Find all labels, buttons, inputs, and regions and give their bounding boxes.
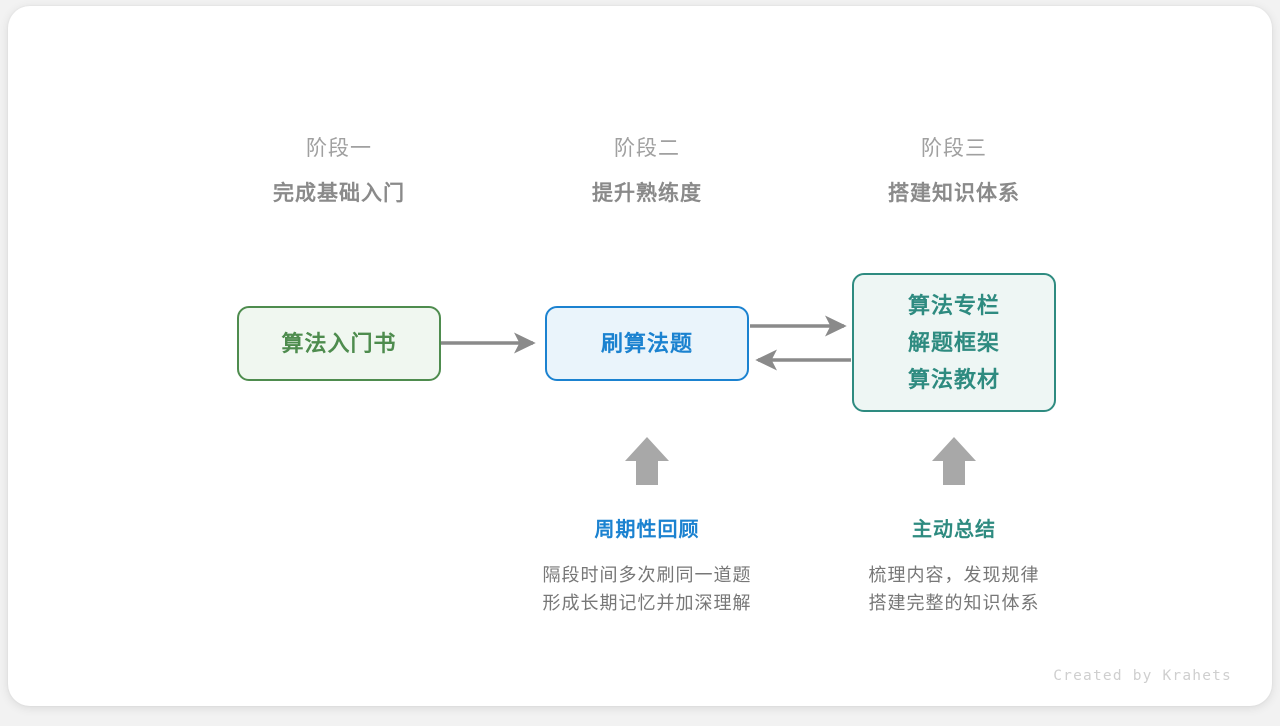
stage-header-2: 阶段二 提升熟练度	[497, 138, 797, 204]
annotation-periodic-review: 周期性回顾 隔段时间多次刷同一道题 形成长期记忆并加深理解	[477, 520, 817, 618]
annotation-active-summary-title: 主动总结	[912, 519, 996, 541]
stage-header-3: 阶段三 搭建知识体系	[804, 138, 1104, 204]
annotation-active-summary-desc-line-2: 搭建完整的知识体系	[868, 592, 1040, 613]
annotation-periodic-review-desc-line-2: 形成长期记忆并加深理解	[542, 592, 752, 613]
node-practice-problems[interactable]: 刷算法题	[545, 306, 749, 381]
node-resources[interactable]: 算法专栏 解题框架 算法教材	[852, 273, 1056, 412]
node-resources-line-1: 算法专栏	[907, 292, 1000, 318]
credit-text: Created by Krahets	[1053, 668, 1232, 684]
edge-summary-up-arrow	[932, 437, 976, 485]
stage-header-1: 阶段一 完成基础入门	[189, 138, 489, 204]
node-intro-book[interactable]: 算法入门书	[237, 306, 441, 381]
edge-layer	[441, 315, 976, 485]
node-resources-line-3: 算法教材	[907, 366, 1000, 392]
node-intro-book-label: 算法入门书	[281, 330, 397, 356]
node-practice-problems-label: 刷算法题	[600, 330, 693, 356]
stage-label-1: 阶段一	[306, 137, 372, 160]
diagram-card: 阶段一 完成基础入门 阶段二 提升熟练度 阶段三 搭建知识体系 算法入门书 刷算…	[8, 6, 1272, 706]
annotation-periodic-review-desc: 隔段时间多次刷同一道题 形成长期记忆并加深理解	[477, 562, 817, 618]
edge-review-up-arrow	[625, 437, 669, 485]
stage-title-2: 提升熟练度	[592, 182, 702, 205]
annotation-active-summary-desc: 梳理内容，发现规律 搭建完整的知识体系	[784, 562, 1124, 618]
stage-title-1: 完成基础入门	[273, 182, 405, 205]
node-resources-line-2: 解题框架	[907, 329, 1000, 355]
stage-label-3: 阶段三	[921, 137, 987, 160]
annotation-periodic-review-desc-line-1: 隔段时间多次刷同一道题	[542, 565, 752, 585]
stage-label-2: 阶段二	[614, 137, 680, 160]
annotation-active-summary: 主动总结 梳理内容，发现规律 搭建完整的知识体系	[784, 520, 1124, 618]
annotation-periodic-review-title: 周期性回顾	[594, 519, 700, 541]
stage-title-3: 搭建知识体系	[888, 182, 1020, 205]
annotation-active-summary-desc-line-1: 梳理内容，发现规律	[868, 565, 1040, 585]
